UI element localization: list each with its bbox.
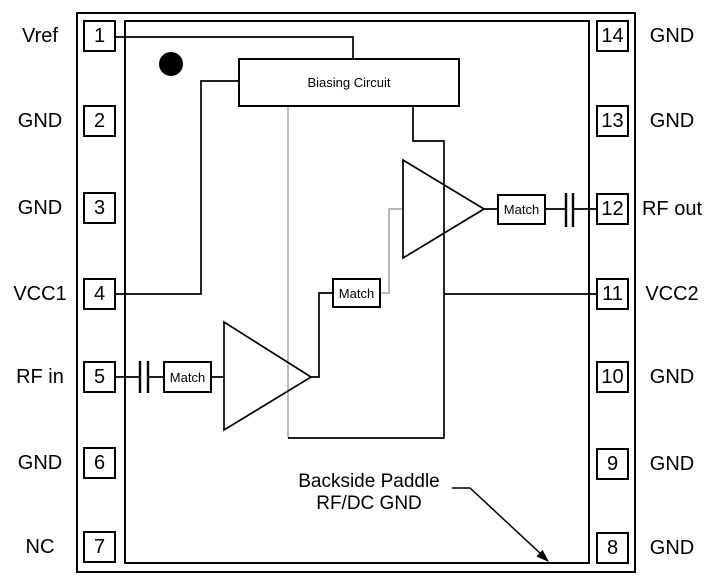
pin-box-1: 1: [83, 20, 116, 52]
pin-box-5: 5: [83, 361, 116, 393]
pin-label-vcc1: VCC1: [13, 283, 67, 305]
pin-label-gnd-2: GND: [17, 110, 63, 132]
pin-label-rf-in: RF in: [16, 366, 64, 388]
pin-label-gnd-8: GND: [649, 537, 695, 559]
pin-box-13: 13: [596, 105, 629, 137]
pin-label-gnd-3: GND: [17, 197, 63, 219]
backside-paddle-note: Backside Paddle RF/DC GND: [269, 471, 469, 515]
backside-paddle-arrow: [452, 487, 542, 555]
vref-trace: [116, 36, 354, 58]
pin-label-gnd-9: GND: [649, 453, 695, 475]
pin-label-gnd-14: GND: [649, 25, 695, 47]
pin-box-11: 11: [596, 278, 629, 310]
pin-box-4: 4: [83, 278, 116, 310]
interstage-trace-2: [377, 208, 403, 294]
input-capacitor-icon: [138, 361, 150, 393]
pin1-indicator-dot: [159, 52, 183, 76]
pin-label-gnd-10: GND: [649, 366, 695, 388]
pin-box-3: 3: [83, 192, 116, 224]
interstage-trace-1: [311, 292, 332, 378]
pin-box-6: 6: [83, 447, 116, 479]
arrowhead-icon: [536, 549, 549, 562]
pin-box-9: 9: [596, 448, 629, 480]
bias-supply-loop-trace: [288, 107, 445, 439]
pin-label-nc: NC: [25, 536, 55, 558]
output-capacitor-icon: [564, 193, 575, 227]
biasing-circuit-block: Biasing Circuit: [238, 58, 460, 107]
pin-label-vref: Vref: [22, 25, 58, 47]
pin-label-vcc2: VCC2: [645, 283, 699, 305]
pin-box-10: 10: [596, 361, 629, 393]
backside-paddle-note-line1: Backside Paddle: [298, 471, 440, 492]
pin-box-8: 8: [596, 532, 629, 564]
amplifier-stage1-icon: [223, 320, 313, 432]
pin-label-gnd-13: GND: [649, 110, 695, 132]
pin-box-12: 12: [596, 193, 629, 225]
output-match-block: Match: [497, 194, 546, 225]
backside-paddle-note-line2: RF/DC GND: [316, 493, 422, 514]
amplifier-stage2-icon: [402, 158, 486, 260]
pin-label-gnd-6: GND: [17, 452, 63, 474]
pin-box-14: 14: [596, 20, 629, 52]
pin-label-rf-out: RF out: [641, 198, 703, 220]
vcc1-trace: [116, 80, 238, 295]
interstage-match-block: Match: [332, 278, 381, 308]
die-outline: [124, 20, 590, 564]
pin-box-7: 7: [83, 531, 116, 563]
pin-box-2: 2: [83, 105, 116, 137]
input-match-block: Match: [163, 361, 212, 393]
package-outline: [76, 12, 636, 573]
